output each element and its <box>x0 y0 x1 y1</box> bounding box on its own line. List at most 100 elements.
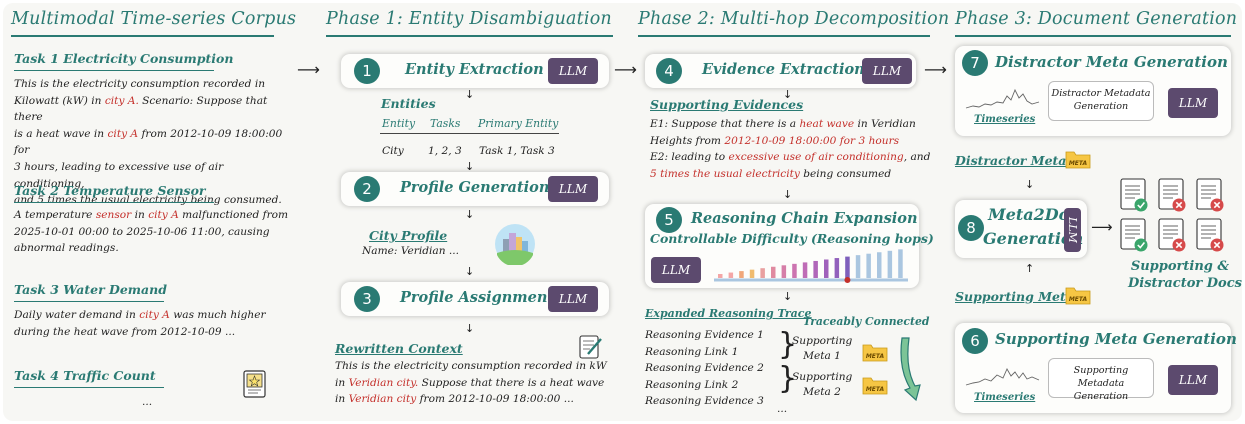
step1-llm-badge: LLM <box>548 58 598 84</box>
svg-text:META: META <box>1069 296 1088 303</box>
edit-document-icon <box>579 335 602 359</box>
step2-llm-badge: LLM <box>548 176 598 202</box>
hop-bar <box>718 274 723 278</box>
city-profile-heading: City Profile <box>369 228 448 243</box>
hop-bar <box>877 252 882 278</box>
step6-label: Supporting Meta Generation <box>995 330 1237 348</box>
arrow-step4-evidence: ↓ <box>783 88 793 101</box>
step7-number: 7 <box>962 50 988 76</box>
step2-label: Profile Generation <box>400 179 550 196</box>
step4-label: Evidence Extraction <box>702 61 865 78</box>
rewritten-text: This is the electricity consumption reco… <box>335 360 607 406</box>
hop-bar <box>728 272 734 278</box>
corpus-title-rule <box>11 35 274 37</box>
step5-subtitle: Controllable Difficulty (Reasoning hops) <box>650 231 934 246</box>
supporting-timeseries-label: Timeseries <box>974 392 1036 403</box>
distractor-doc-icon <box>1158 218 1186 252</box>
arrow-entities-step2: ↓ <box>465 160 475 173</box>
arrow-profile-step3: ↓ <box>465 265 475 278</box>
step5-label: Reasoning Chain Expansion <box>691 210 918 227</box>
task-1-text: This is the electricity consumption reco… <box>14 78 283 207</box>
arrow-distractor-to-step8: ↓ <box>1025 178 1035 191</box>
document-grid <box>1120 178 1224 252</box>
task-3-text: Daily water demand in city A was much hi… <box>14 309 266 338</box>
brace-1: } <box>778 327 798 362</box>
task-2-text: A temperature sensor in city A malfuncti… <box>14 209 289 255</box>
entities-heading: Entities <box>381 96 436 111</box>
traceably-connected-label: Traceably Connected <box>803 315 930 328</box>
hop-bar <box>749 269 755 278</box>
corpus-ellipsis: ... <box>142 396 153 408</box>
supporting-timeseries-icon <box>965 368 1040 386</box>
entities-table-rule <box>380 133 559 134</box>
phase2-title-rule <box>638 35 930 37</box>
trace-item: Reasoning Evidence 3 <box>645 395 764 408</box>
supporting-doc-icon <box>1120 178 1148 212</box>
svg-text:META: META <box>866 386 885 393</box>
corpus-title: Multimodal Time-series Corpus <box>11 9 297 29</box>
step8-llm-badge: LLM <box>1064 208 1081 252</box>
step4-number: 4 <box>656 58 682 84</box>
hop-bar <box>834 258 840 278</box>
hop-bar <box>887 250 893 278</box>
star-document-icon <box>243 370 266 398</box>
hop-bar <box>760 268 765 278</box>
meta-folder-icon: META <box>862 344 888 362</box>
distractor-doc-icon <box>1196 178 1224 212</box>
hop-bar <box>845 256 850 278</box>
step7-label: Distractor Meta Generation <box>995 53 1228 71</box>
expanded-trace-heading: Expanded Reasoning Trace <box>645 307 812 320</box>
step1-label: Entity Extraction <box>405 61 544 78</box>
entities-cell-city: City <box>382 145 404 157</box>
step3-label: Profile Assignment <box>400 289 555 306</box>
entities-header-tasks: Tasks <box>430 117 461 130</box>
brace-2: } <box>778 361 798 396</box>
task-4-title: Task 4 Traffic Count <box>14 368 156 383</box>
curved-down-arrow-icon <box>900 337 921 402</box>
docs-label-line1: Supporting & <box>1130 259 1230 274</box>
supporting-evidences-heading: Supporting Evidences <box>650 97 804 112</box>
arrow-evidence-step5: ↓ <box>783 188 793 201</box>
hop-bar <box>855 255 861 278</box>
task-1-rule <box>14 70 214 71</box>
trace-item: Reasoning Link 2 <box>645 378 739 391</box>
task-4-rule <box>14 387 164 388</box>
meta-folder-icon: META <box>862 377 888 395</box>
reasoning-hops-bars <box>714 249 908 283</box>
docs-label-line2: Distractor Docs <box>1128 276 1242 291</box>
phase2-title: Phase 2: Multi-hop Decomposition <box>638 9 950 29</box>
phase3-title: Phase 3: Document Generation <box>955 9 1238 29</box>
task-3-title: Task 3 Water Demand <box>14 282 167 297</box>
distractor-doc-icon <box>1158 178 1186 212</box>
hop-bar <box>771 266 776 278</box>
arrow-step1-entities: ↓ <box>465 88 475 101</box>
selected-hop-marker <box>844 277 851 283</box>
hop-bar <box>813 260 818 278</box>
task-1-title: Task 1 Electricity Consumption <box>14 51 234 66</box>
phase1-title-rule <box>326 35 613 37</box>
step1-number: 1 <box>354 58 380 84</box>
entities-cell-primary: Task 1, Task 3 <box>479 145 555 157</box>
step8-number: 8 <box>958 215 984 241</box>
distractor-meta-label: Distractor Meta <box>955 153 1067 168</box>
task-2-title: Task 2 Temperature Sensor <box>14 183 206 198</box>
distractor-timeseries-icon <box>965 88 1040 109</box>
step8-label-line1: Meta2Doc <box>988 205 1080 224</box>
hop-bar <box>802 262 808 278</box>
supporting-evidences-text: E1: Suppose that there is a heat wave in… <box>650 118 931 180</box>
trace-item: Reasoning Link 1 <box>645 345 739 358</box>
task-2-rule <box>14 202 214 203</box>
arrow-step3-rewritten: ↓ <box>465 322 475 335</box>
step4-llm-badge: LLM <box>862 58 912 84</box>
hop-bar <box>739 271 744 278</box>
step6-number: 6 <box>962 328 988 354</box>
distractor-doc-icon <box>1196 218 1224 252</box>
arrow-phase2-to-phase3: ⟶ <box>924 60 947 79</box>
entities-header-entity: Entity <box>382 117 416 130</box>
step7-llm-badge: LLM <box>1168 88 1218 118</box>
meta-folder-icon: META <box>1065 287 1091 305</box>
rewritten-heading: Rewritten Context <box>335 341 463 356</box>
